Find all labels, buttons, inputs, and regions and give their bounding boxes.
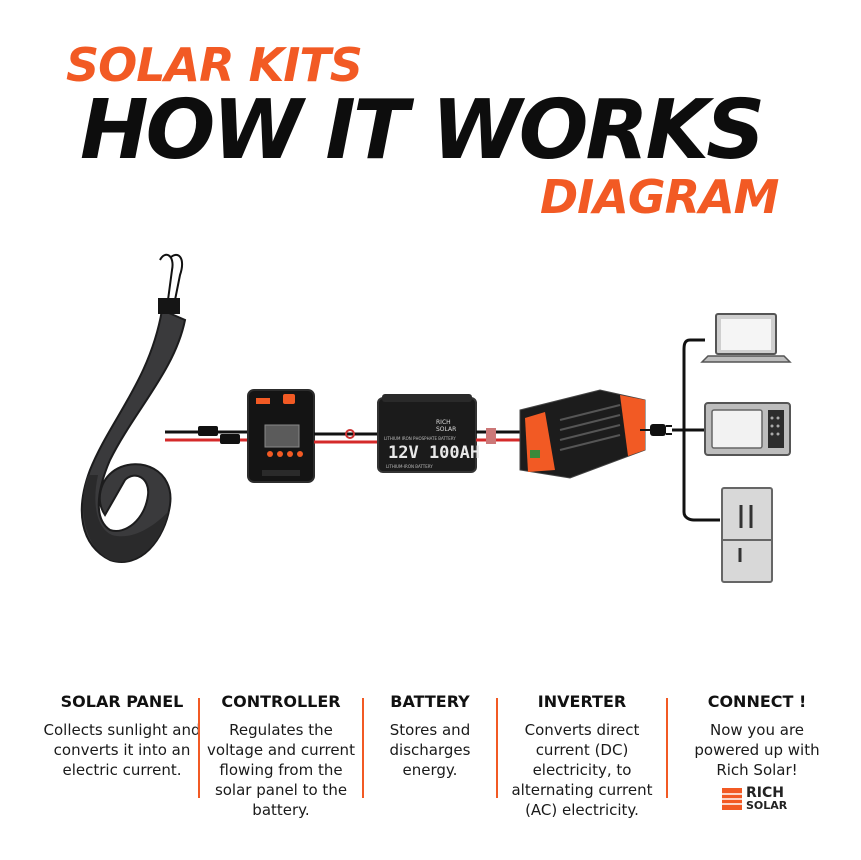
heading-inverter: INVERTER	[537, 692, 627, 711]
heading-solar-panel: SOLAR PANEL	[60, 692, 184, 711]
system-diagram: RICH SOLAR LITHIUM IRON PHOSPHATE BATTER…	[80, 253, 792, 583]
divider	[198, 698, 200, 798]
plug-icon	[640, 424, 672, 436]
heading-battery: BATTERY	[390, 692, 470, 711]
rich-solar-logo: RICH SOLAR	[720, 786, 790, 814]
inverter-icon	[519, 389, 646, 479]
explanation-columns: SOLAR PANEL Collects sunlight and conver…	[0, 690, 861, 840]
sun-logo-icon	[722, 788, 742, 810]
battery-brand: RICH	[436, 419, 451, 426]
title-diagram: DIAGRAM	[540, 170, 779, 224]
battery-small-label: LITHIUM IRON PHOSPHATE BATTERY	[384, 436, 456, 441]
solar-panel-icon	[80, 253, 187, 563]
divider	[666, 698, 668, 798]
battery-icon: RICH SOLAR LITHIUM IRON PHOSPHATE BATTER…	[377, 394, 480, 473]
column-inverter: INVERTER Converts direct current (DC) el…	[502, 690, 662, 820]
column-solar-panel: SOLAR PANEL Collects sunlight and conver…	[42, 690, 202, 780]
logo-text-rich: RICH	[746, 785, 784, 801]
logo-text-solar: SOLAR	[746, 799, 788, 812]
text-controller: Regulates the voltage and current flowin…	[207, 721, 355, 819]
battery-brand-2: SOLAR	[436, 426, 456, 433]
column-connect: CONNECT ! Now you are powered up with Ri…	[682, 690, 832, 780]
heading-controller: CONTROLLER	[221, 692, 341, 711]
battery-capacity-label: 12V 100AH	[388, 443, 480, 463]
appliance-wiring	[672, 338, 720, 522]
divider	[496, 698, 498, 798]
controller-battery-wires	[314, 429, 378, 444]
text-battery: Stores and discharges energy.	[389, 721, 471, 779]
column-battery: BATTERY Stores and discharges energy.	[370, 690, 490, 780]
heading-connect: CONNECT !	[707, 692, 807, 711]
battery-sub-label: LITHIUM-IRON BATTERY	[386, 464, 433, 469]
text-solar-panel: Collects sunlight and converts it into a…	[43, 721, 201, 779]
title-how-it-works: HOW IT WORKS	[80, 83, 765, 178]
title-solar-kits: SOLAR KITS	[66, 38, 363, 92]
microwave-icon	[704, 402, 791, 456]
text-connect: Now you are powered up with Rich Solar!	[694, 721, 820, 779]
refrigerator-icon	[721, 487, 773, 583]
panel-controller-wires	[165, 426, 250, 444]
battery-inverter-wires	[476, 428, 520, 444]
divider	[362, 698, 364, 798]
column-controller: CONTROLLER Regulates the voltage and cur…	[206, 690, 356, 820]
charge-controller-icon	[247, 389, 315, 483]
text-inverter: Converts direct current (DC) electricity…	[511, 721, 653, 819]
laptop-icon	[700, 313, 792, 363]
